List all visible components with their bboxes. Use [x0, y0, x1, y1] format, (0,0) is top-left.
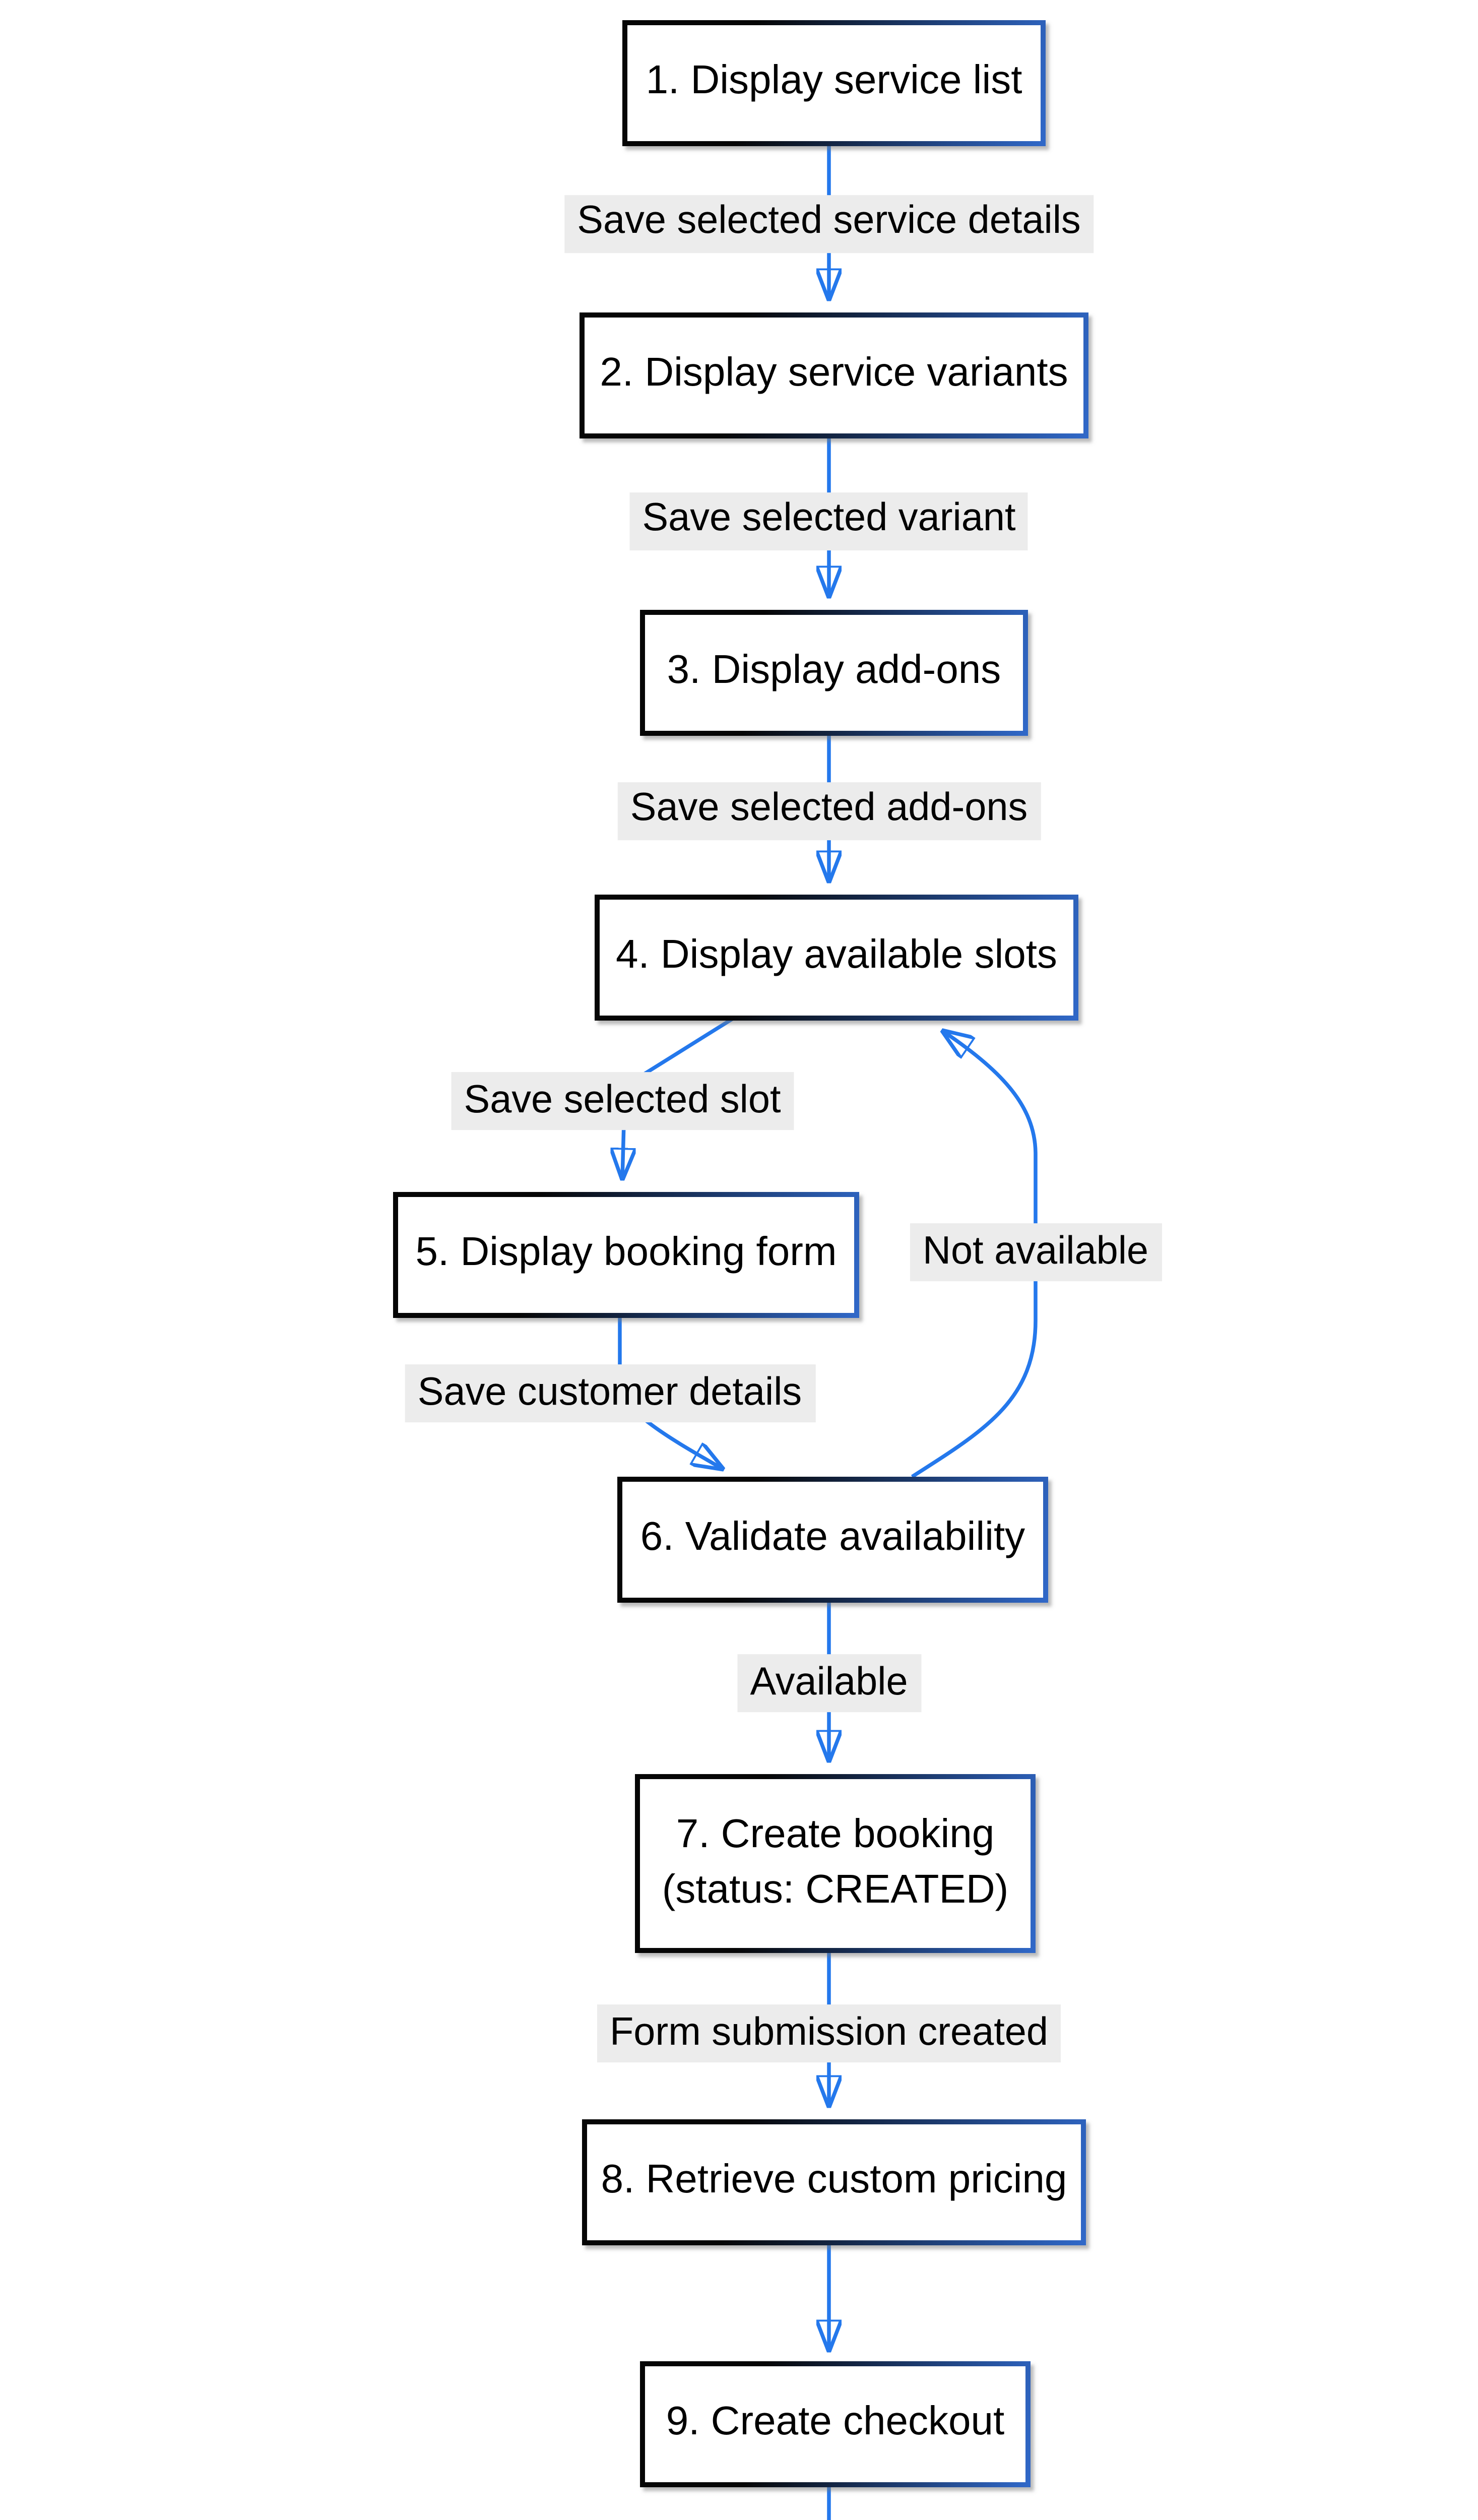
node-label: 7. Create booking (status: CREATED) [662, 1814, 1009, 1912]
node-create-checkout: 9. Create checkout [640, 2361, 1031, 2487]
node-display-available-slots: 4. Display available slots [595, 895, 1078, 1021]
node-label: 2. Display service variants [600, 353, 1068, 397]
node-label: 5. Display booking form [415, 1233, 837, 1276]
edge-label-form-submission-created: Form submission created [597, 2004, 1061, 2063]
node-retrieve-custom-pricing: 8. Retrieve custom pricing [582, 2119, 1086, 2245]
node-validate-availability: 6. Validate availability [617, 1477, 1048, 1603]
node-display-service-list: 1. Display service list [622, 20, 1046, 146]
node-display-booking-form: 5. Display booking form [393, 1192, 859, 1318]
node-label: 9. Create checkout [666, 2402, 1005, 2445]
node-display-add-ons: 3. Display add-ons [640, 610, 1028, 736]
edge-label-save-selected-service-details: Save selected service details [564, 194, 1094, 253]
node-label: 1. Display service list [646, 61, 1022, 104]
edge-label-save-selected-variant: Save selected variant [629, 491, 1029, 550]
edge-label-save-selected-slot: Save selected slot [451, 1072, 794, 1130]
node-create-booking: 7. Create booking (status: CREATED) [635, 1774, 1036, 1953]
edge-label-not-available: Not available [910, 1223, 1162, 1282]
node-label: 4. Display available slots [615, 935, 1057, 979]
edge-label-available: Available [737, 1654, 921, 1713]
node-label: 3. Display add-ons [667, 651, 1001, 694]
edge-label-save-selected-add-ons: Save selected add-ons [617, 781, 1041, 840]
edge-6-4-not-available [911, 1031, 1038, 1479]
node-label: 6. Validate availability [640, 1518, 1025, 1561]
node-display-service-variants: 2. Display service variants [580, 312, 1088, 438]
node-label: 8. Retrieve custom pricing [601, 2160, 1067, 2203]
edge-label-save-customer-details: Save customer details [405, 1364, 815, 1423]
